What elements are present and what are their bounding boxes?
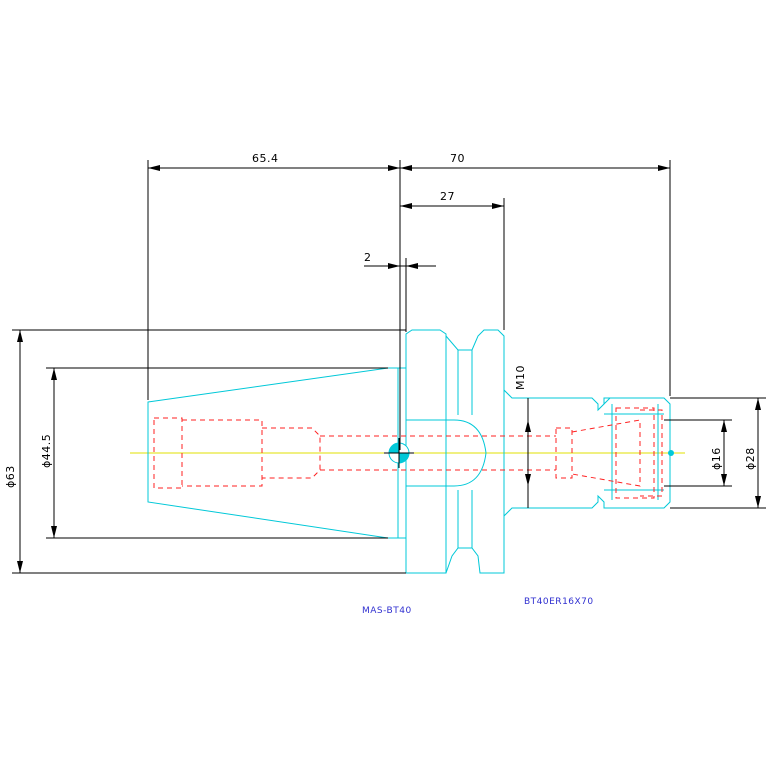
flange-v-groove [445, 329, 505, 574]
hidden-features [153, 407, 663, 499]
dim-phi63: ϕ63 [4, 465, 17, 488]
collet-pocket [555, 427, 573, 479]
collet-nut [603, 397, 664, 500]
collet-taper [571, 419, 641, 487]
dim-65-4: 65.4 [252, 152, 279, 165]
origin-marker [384, 438, 414, 468]
bore-step [182, 419, 263, 487]
dimension-arrows [17, 165, 761, 573]
dim-phi44-5: ϕ44.5 [40, 434, 53, 468]
dim-2: 2 [364, 251, 372, 264]
neck-arch [406, 419, 487, 487]
nut-bore [615, 407, 655, 499]
dim-m10: M10 [514, 365, 527, 390]
dim-27: 27 [440, 190, 455, 203]
nut-bore-inner [640, 409, 663, 497]
label-adapter: MAS-BT40 [362, 606, 412, 616]
dim-phi28: ϕ28 [744, 447, 757, 470]
dim-70: 70 [450, 152, 465, 165]
label-holder: BT40ER16X70 [524, 597, 594, 607]
bore-outer [153, 417, 183, 489]
dim-phi16: ϕ16 [710, 447, 723, 470]
tip-marker [668, 450, 674, 456]
dimension-geometry [12, 160, 766, 574]
